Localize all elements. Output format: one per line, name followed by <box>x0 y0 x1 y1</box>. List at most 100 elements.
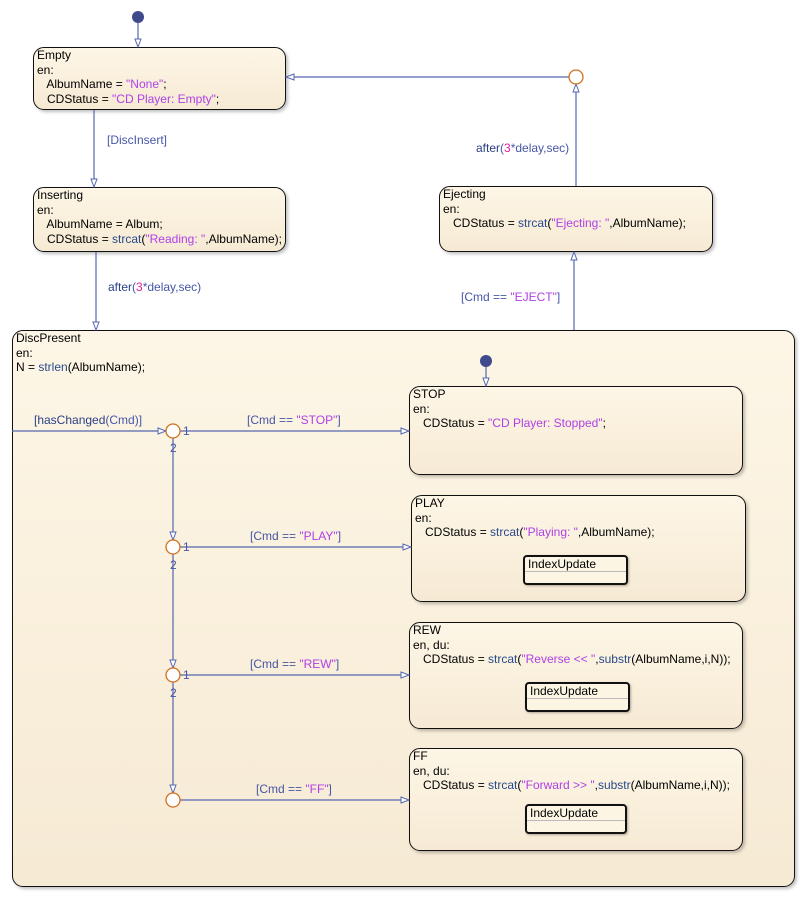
code-text: [Cmd == <box>247 413 297 427</box>
code-text: en, du: <box>413 637 450 652</box>
code-text: ( <box>500 141 505 155</box>
code-text: (AlbumName,i,N)); <box>631 652 731 666</box>
function-name: substr <box>597 778 631 792</box>
transition-label-cmd-rew[interactable]: [Cmd == "REW"] <box>250 657 339 671</box>
code-text: (Cmd)] <box>105 413 143 427</box>
state-action-line: CDStatus = strcat("Reverse << ",substr(A… <box>413 652 739 667</box>
code-text: CDStatus = <box>37 91 113 106</box>
code-text: ; <box>215 91 220 106</box>
string-literal: "Forward >> " <box>521 778 595 792</box>
string-literal: "None" <box>126 77 164 91</box>
subchart-name: IndexUpdate <box>527 806 625 821</box>
state-action-line: CDStatus = strcat("Forward >> ",substr(A… <box>413 778 739 793</box>
junction-order-label: 2 <box>170 441 177 455</box>
state-action-line: CDStatus = strcat("Reading: ",AlbumName)… <box>37 232 282 247</box>
function-name: substr <box>598 652 632 666</box>
code-text: ( <box>519 525 524 539</box>
junction-order-label: 2 <box>170 558 177 572</box>
string-literal: "EJECT" <box>510 290 557 304</box>
code-text: ,AlbumName); <box>577 525 655 539</box>
code-text: CDStatus = <box>443 216 519 230</box>
code-text: AlbumName = Album; <box>37 217 163 231</box>
transition-label-cmd-stop[interactable]: [Cmd == "STOP"] <box>247 413 341 427</box>
code-text: , <box>594 778 598 792</box>
string-literal: "Reading: " <box>145 231 206 246</box>
code-text: [Cmd == <box>250 657 300 671</box>
number-literal: 3 <box>136 280 143 294</box>
code-text: en, du: <box>413 763 450 778</box>
transition-label-cmd-ff[interactable]: [Cmd == "FF"] <box>256 782 332 796</box>
transition-label-disc-insert[interactable]: [DiscInsert] <box>107 133 167 147</box>
state-name: PLAY <box>415 496 445 510</box>
subchart-indexupdate[interactable]: IndexUpdate <box>523 555 628 585</box>
code-text: ,AlbumName); <box>205 231 282 246</box>
code-text: CDStatus = <box>413 778 489 792</box>
code-text: *delay,sec) <box>142 280 202 294</box>
state-action-line: CDStatus = strcat("Playing: ",AlbumName)… <box>415 525 742 540</box>
code-text: ] <box>337 529 342 543</box>
transition-label-has-changed[interactable]: [hasChanged(Cmd)] <box>34 413 142 427</box>
code-text: en: <box>37 202 54 217</box>
code-text: ] <box>335 657 340 671</box>
code-text: ( <box>517 778 522 792</box>
code-text: AlbumName = <box>37 77 127 91</box>
string-literal: "REW" <box>299 657 336 671</box>
state-name: Ejecting <box>443 187 486 201</box>
function-name: strcat <box>488 652 518 666</box>
string-literal: "FF" <box>305 782 329 796</box>
code-text: (AlbumName); <box>67 360 146 374</box>
state-action-line: CDStatus = strcat("Ejecting: ",AlbumName… <box>443 216 709 231</box>
code-text: en: <box>413 401 430 416</box>
code-text: CDStatus = <box>415 525 491 539</box>
subchart-indexupdate[interactable]: IndexUpdate <box>525 682 630 712</box>
state-action-line: en: <box>413 402 739 417</box>
code-text: en: <box>16 345 33 360</box>
state-action-line: CDStatus = "CD Player: Empty"; <box>37 92 282 107</box>
code-text: ,AlbumName); <box>609 216 686 230</box>
function-name: strlen <box>38 360 68 374</box>
code-text: ] <box>556 290 561 304</box>
code-text: ( <box>547 216 552 230</box>
string-literal: "Ejecting: " <box>551 216 610 230</box>
state-action-line: en, du: <box>413 764 739 779</box>
junction-eject[interactable] <box>568 69 584 85</box>
number-literal: 3 <box>504 141 511 155</box>
code-text: *delay,sec) <box>510 141 570 155</box>
string-literal: "Reverse << " <box>521 652 596 666</box>
junction-order-label: 2 <box>170 686 177 700</box>
function-name: strcat <box>518 216 548 230</box>
function-name: strcat <box>488 778 518 792</box>
subchart-indexupdate[interactable]: IndexUpdate <box>525 804 627 834</box>
code-text: , <box>595 652 599 666</box>
default-transition-dot <box>132 11 144 23</box>
transition-label-cmd-play[interactable]: [Cmd == "PLAY"] <box>250 529 341 543</box>
code-text: en: <box>37 62 54 77</box>
state-action-line: en: <box>37 203 282 218</box>
subchart-name: IndexUpdate <box>525 557 626 572</box>
state-name: DiscPresent <box>16 331 81 345</box>
state-action-line: en: <box>443 202 709 217</box>
state-action-line: en, du: <box>413 638 739 653</box>
state-name: Inserting <box>37 188 84 202</box>
function-name: strcat <box>490 525 520 539</box>
function-name: strcat <box>112 231 142 246</box>
state-name: STOP <box>413 387 446 401</box>
code-text: CDStatus = <box>413 416 489 430</box>
state-action-line: CDStatus = "CD Player: Stopped"; <box>413 416 739 431</box>
string-literal: "CD Player: Empty" <box>112 91 216 106</box>
function-name: after <box>476 141 501 155</box>
code-text: (AlbumName,i,N)); <box>630 778 730 792</box>
transition-label-ejecting-after[interactable]: after(3*delay,sec) <box>476 141 569 155</box>
junction-order-label: 1 <box>183 424 190 438</box>
function-name: after <box>108 280 133 294</box>
code-text: CDStatus = <box>413 652 489 666</box>
transition-label-inserting-after[interactable]: after(3*delay,sec) <box>108 280 201 294</box>
transition-label-eject[interactable]: [Cmd == "EJECT"] <box>461 290 560 304</box>
